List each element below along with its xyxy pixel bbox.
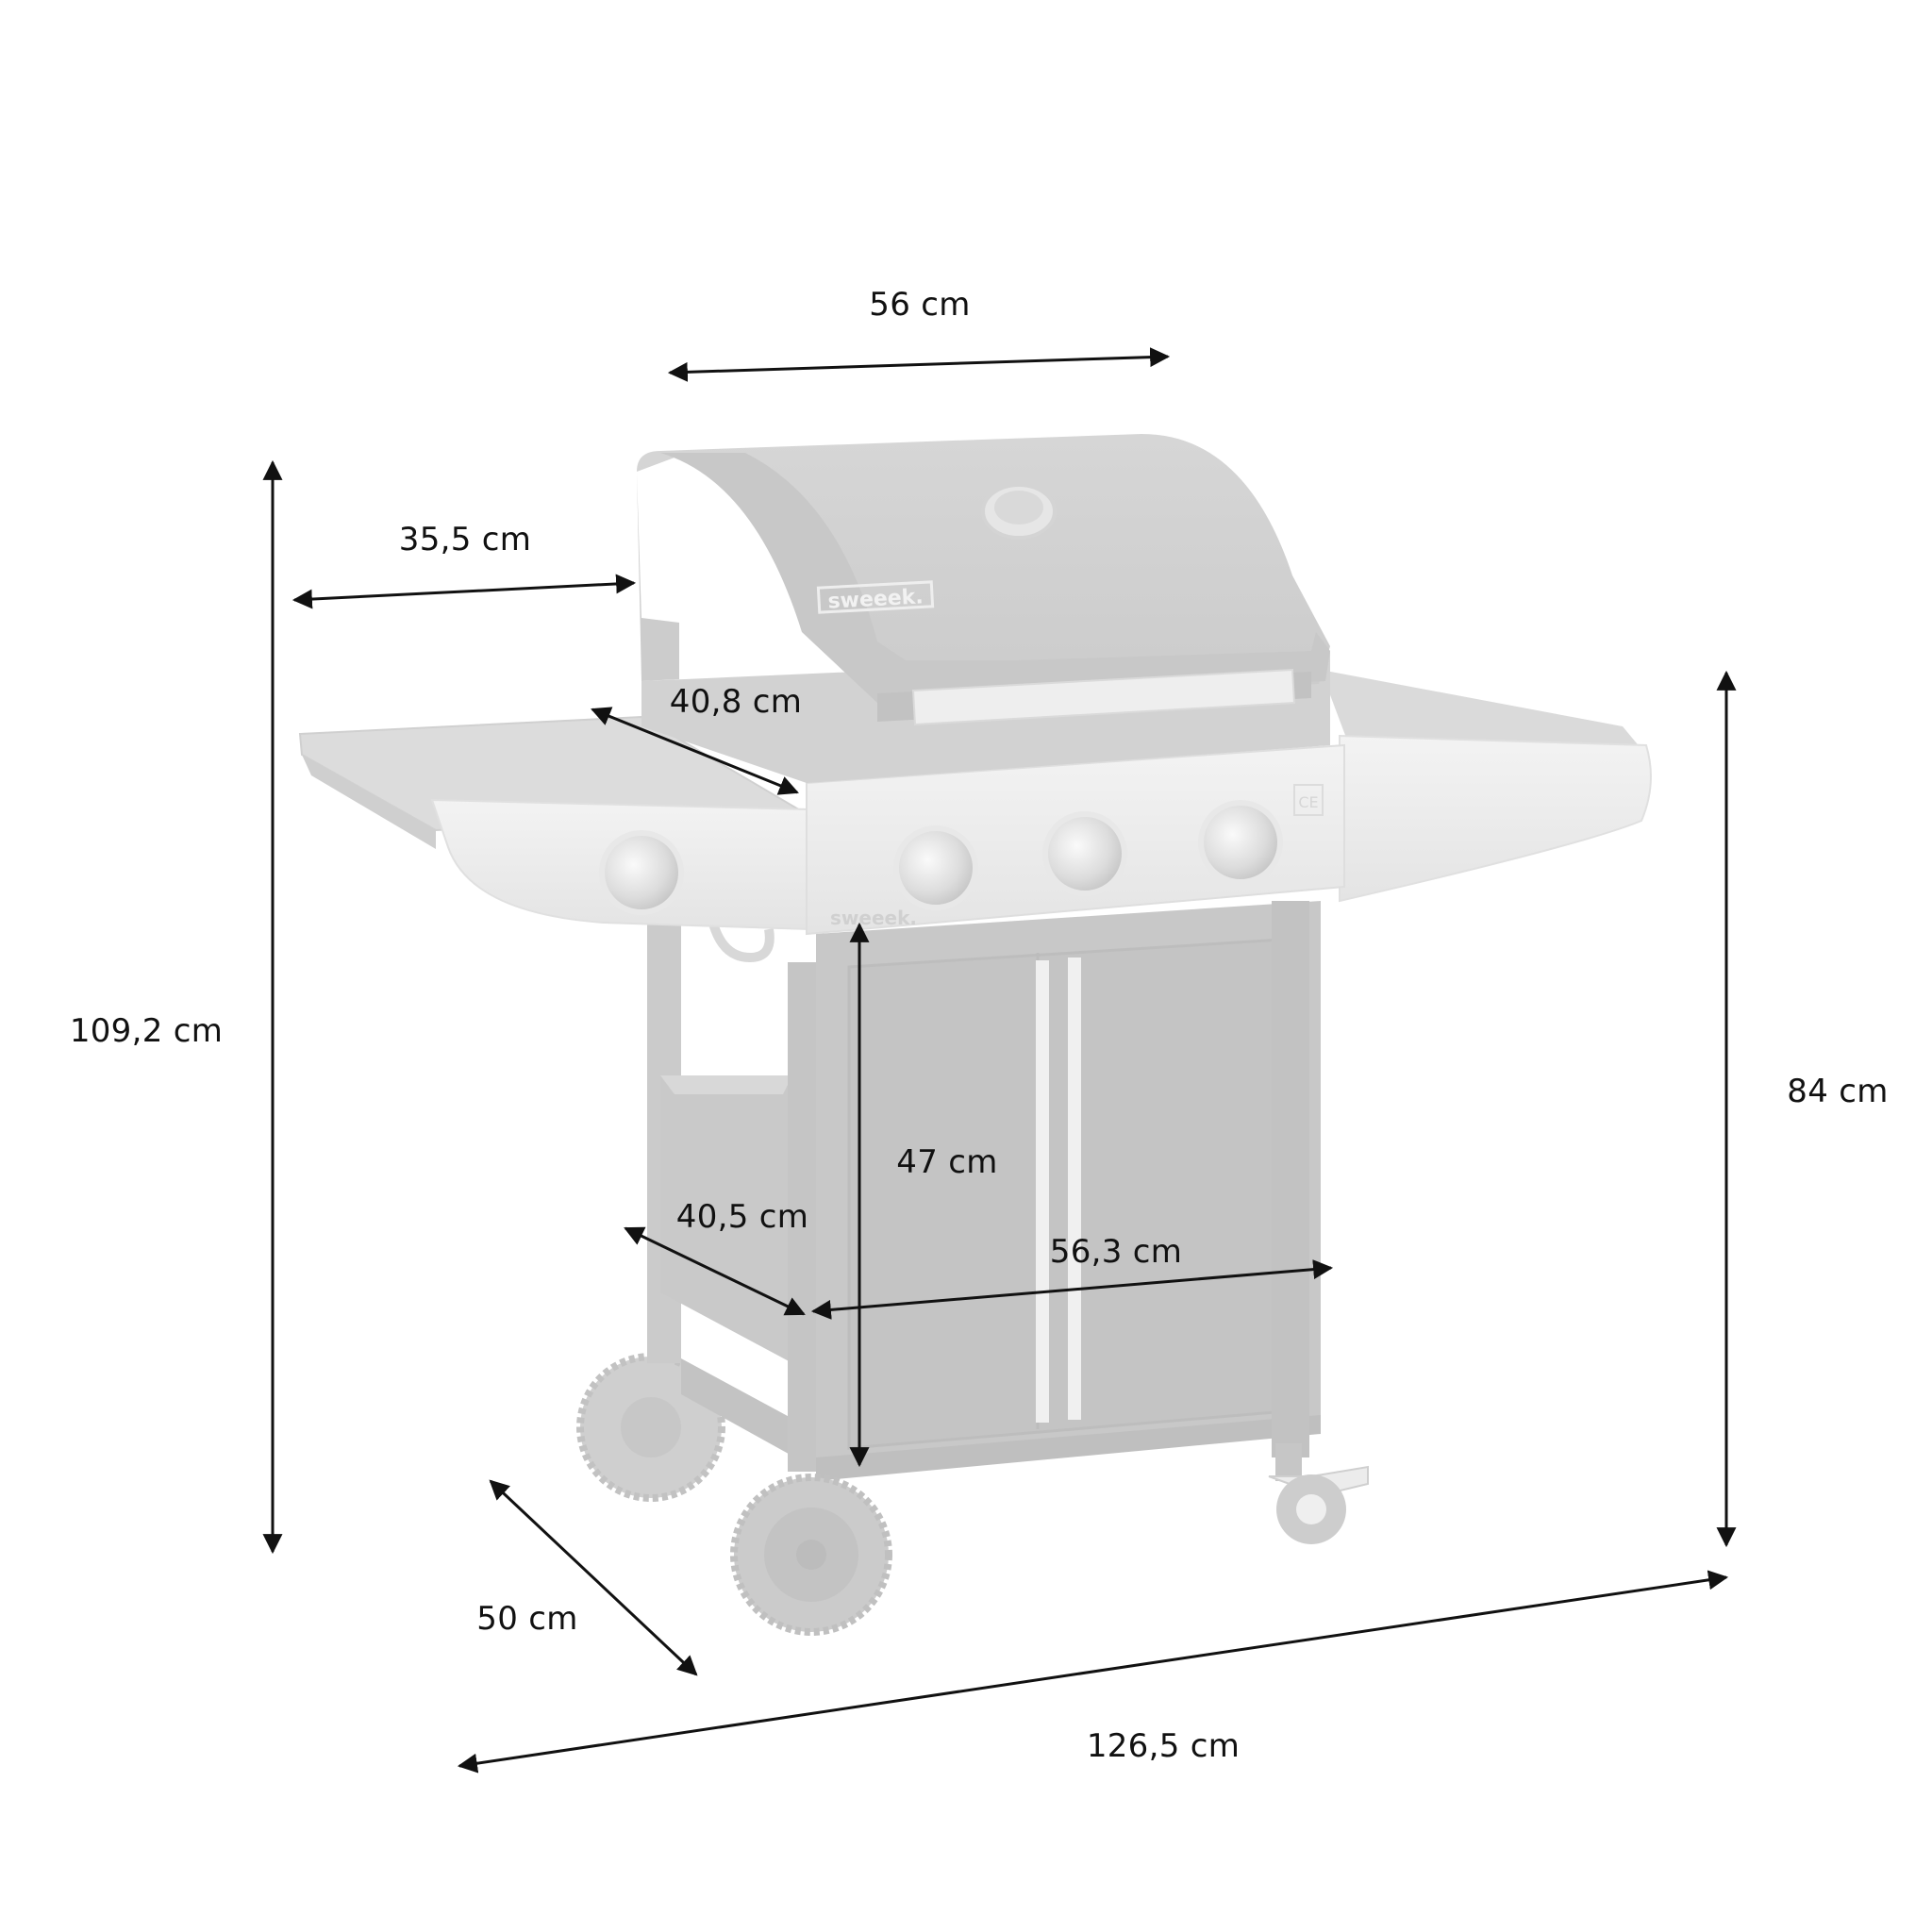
dimension-label-hood-width: 56 cm (869, 286, 971, 324)
dimension-arrow-firebox-depth (591, 707, 799, 795)
burner-knob-1 (893, 825, 978, 910)
ce-mark-icon: CE (1293, 784, 1324, 816)
dimension-label-cabinet-depth: 40,5 cm (675, 1198, 809, 1236)
burner-knob-2 (1042, 811, 1127, 896)
burner-knobs (599, 800, 1283, 915)
dimension-label-firebox-depth: 40,8 cm (669, 683, 803, 721)
cabinet (816, 901, 1321, 1481)
gas-hose (708, 918, 774, 963)
hood-handle (877, 668, 1311, 726)
dimension-arrow-cabinet-depth (624, 1226, 806, 1316)
dimension-arrow-cabinet-width (810, 1259, 1334, 1320)
dimension-label-cabinet-height: 47 cm (896, 1143, 998, 1181)
dimension-label-total-width: 126,5 cm (1086, 1727, 1241, 1765)
svg-text:CE: CE (1298, 793, 1318, 811)
svg-text:sweeek.: sweeek. (827, 585, 924, 613)
panel-brand-logo: sweeek. (830, 907, 917, 929)
hood-brand-badge: sweeek. (816, 580, 935, 614)
door-handle-right (1068, 958, 1081, 1420)
door-handle-left (1036, 960, 1049, 1423)
dimension-arrow-hood-width (667, 347, 1171, 382)
dimension-label-hood-depth: 35,5 cm (398, 521, 532, 558)
dimension-label-total-height: 109,2 cm (69, 1012, 224, 1050)
grill-hood: sweeek. (637, 434, 1330, 726)
dimension-arrow-hood-depth (291, 574, 637, 609)
burner-knob-3 (1198, 800, 1283, 885)
dimension-label-cabinet-width: 56,3 cm (1049, 1233, 1183, 1271)
dimension-arrow-total-width (457, 1570, 1729, 1774)
dimension-label-work-height: 84 cm (1787, 1073, 1889, 1110)
grill-illustration: sweeek. sweeek. (298, 434, 1652, 1636)
dimension-label-total-depth: 50 cm (476, 1600, 578, 1638)
front-wheel (730, 1474, 892, 1636)
dimension-arrows (262, 347, 1737, 1774)
caster-wheel (1268, 1443, 1369, 1544)
thermometer-icon (981, 483, 1057, 540)
side-burner-knob (599, 830, 684, 915)
dimension-arrow-total-depth (489, 1479, 698, 1676)
right-side-shelf (1321, 670, 1646, 755)
